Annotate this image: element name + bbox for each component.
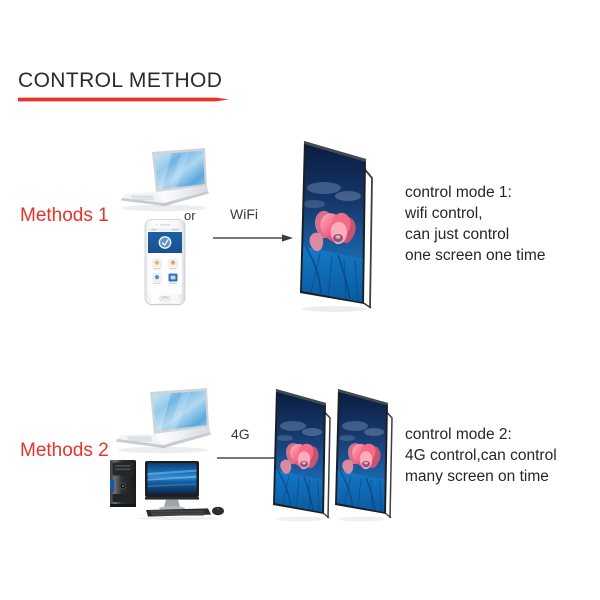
- arrow-right-icon: [212, 232, 294, 244]
- page-title-block: CONTROL METHOD: [18, 70, 318, 110]
- wifi-link-label: WiFi: [230, 206, 258, 222]
- fourg-link-label: 4G: [231, 426, 250, 442]
- method-2-label: Methods 2: [20, 440, 109, 461]
- method-1-label: Methods 1: [20, 205, 109, 226]
- led-poster-display-icon: [268, 378, 334, 522]
- connector-or-label: or: [184, 208, 196, 223]
- control-mode-1-description: control mode 1: wifi control, can just c…: [405, 184, 546, 264]
- led-poster-display-icon: [292, 126, 378, 314]
- led-poster-display-icon: [330, 378, 396, 522]
- control-mode-2-description: control mode 2: 4G control,can control m…: [405, 426, 557, 485]
- page-title: CONTROL METHOD: [18, 69, 223, 92]
- desktop-computer-icon: [104, 452, 228, 520]
- laptop-icon: [112, 146, 210, 212]
- smartphone-icon: [141, 218, 189, 306]
- laptop-icon: [108, 386, 212, 454]
- title-underline-accent: [18, 97, 229, 102]
